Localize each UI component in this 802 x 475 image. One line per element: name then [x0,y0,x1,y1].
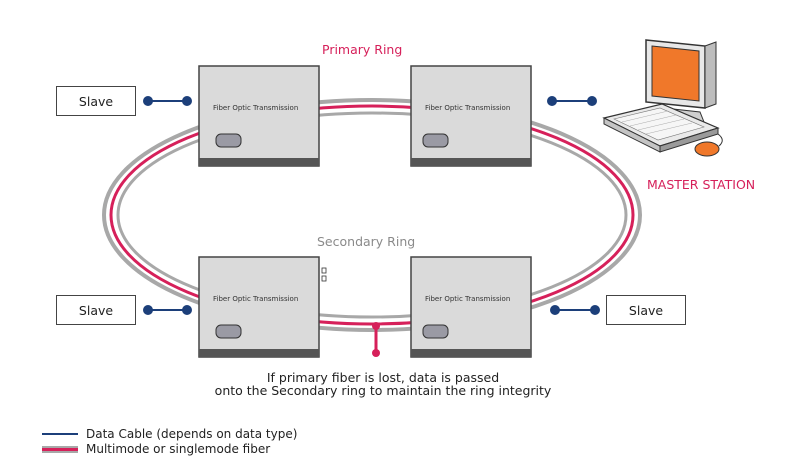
failover-note-line2: onto the Secondary ring to maintain the … [214,383,552,398]
unit-label: Fiber Optic Transmission [213,104,299,112]
secondary-ring-label: Secondary Ring [317,234,416,249]
secondary-ring-inner [116,111,628,319]
transmission-unit-top-left [198,65,320,167]
legend-fiber: Multimode or singlemode fiber [42,442,270,456]
failover-note: If primary fiber is lost, data is passed… [150,371,616,397]
data-cable [143,96,600,315]
failover-note-line1: If primary fiber is lost, data is passed [266,370,500,385]
unit-label: Fiber Optic Transmission [425,104,511,112]
computer-icon [602,39,723,157]
primary-ring-label: Primary Ring [322,42,403,57]
transmission-unit-bottom-left [198,256,327,358]
transmission-unit-top-right [410,65,532,167]
legend-swatch-data-cable [42,433,78,435]
legend-data-cable: Data Cable (depends on data type) [42,427,297,441]
slave-box-top-left: Slave [56,86,136,116]
slave-box-bottom-right: Slave [606,295,686,325]
unit-label: Fiber Optic Transmission [213,295,299,303]
legend-swatch-fiber [42,445,78,453]
legend-label: Data Cable (depends on data type) [86,427,298,441]
unit-label: Fiber Optic Transmission [425,295,511,303]
secondary-ring-outer [102,98,642,332]
legend-label: Multimode or singlemode fiber [86,442,271,456]
transmission-unit-bottom-right [410,256,532,358]
slave-box-bottom-left: Slave [56,295,136,325]
primary-ring [109,104,635,326]
master-station-label: MASTER STATION [647,177,756,192]
